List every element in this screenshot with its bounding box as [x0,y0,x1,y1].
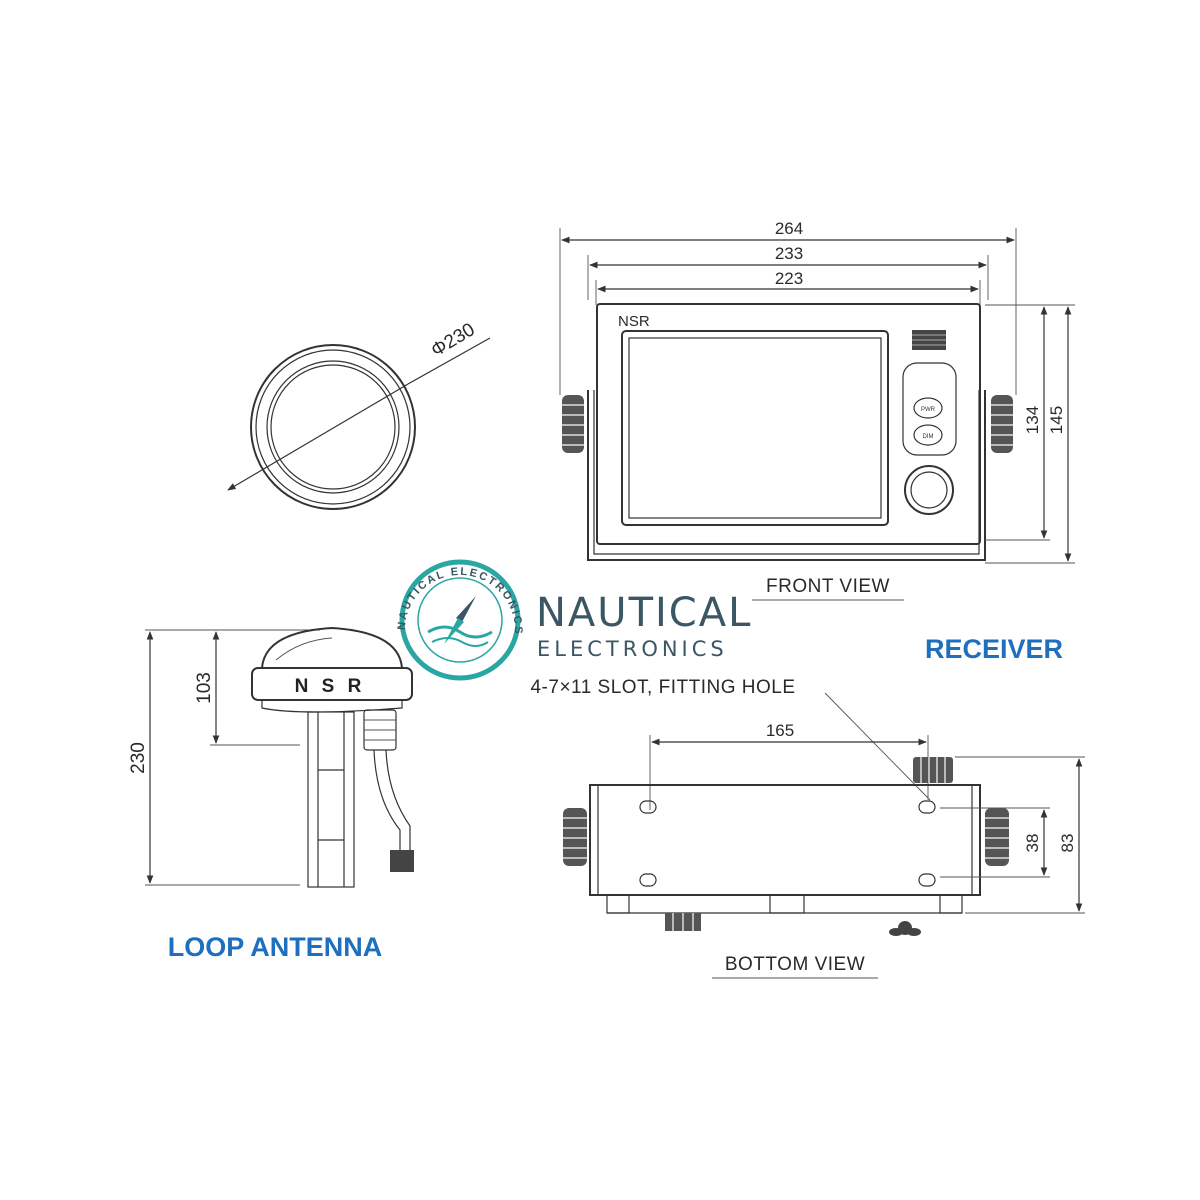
bottom-view: 4-7×11 SLOT, FITTING HOLE 165 [530,677,1085,979]
wing-nut-icon [889,921,921,936]
dim-height-case: 134 [1023,406,1042,434]
front-view-caption: FRONT VIEW [766,576,890,597]
receiver-title: RECEIVER [925,634,1063,664]
front-brand-label: NSR [618,313,650,330]
power-key [913,397,943,419]
speaker-grille [912,330,946,350]
dim-width-case: 223 [775,269,803,288]
logo-subtitle: ELECTRONICS [537,637,728,661]
key-panel [902,362,957,456]
right-mount-knob [991,395,1013,453]
receiver-case [596,303,981,545]
dim-width-overall: 264 [775,219,803,238]
left-mount-knob [562,395,584,453]
control-knob [904,465,954,515]
power-key-label: PWR [921,407,936,413]
dim-dome-height: 103 [194,672,215,704]
bottom-left-knob [563,808,587,866]
dim-depth-total: 83 [1058,834,1077,853]
dim-key-label: DIM [923,434,934,440]
front-view: 264 233 223 NSR PWR DIM [559,219,1075,601]
dim-key [913,424,943,446]
dim-width-bracket: 233 [775,244,803,263]
brand-logo: NAUTICAL ELECTRONICS NAUTICAL ELECTRONIC… [396,559,752,681]
antenna-side-view: 103 230 N S R [128,626,414,888]
top-knob [913,757,953,783]
bottom-right-knob [985,808,1009,866]
bottom-view-caption: BOTTOM VIEW [725,954,865,975]
antenna-brand-label: N S R [295,676,366,697]
dim-hole-spacing: 165 [766,721,794,740]
dim-antenna-diameter: Φ230 [428,319,479,361]
compass-needle-icon [427,596,493,647]
antenna-top-view: Φ230 [227,319,491,510]
dim-depth-holes: 38 [1023,834,1042,853]
rear-connector [665,913,701,931]
cable-connector [390,850,414,872]
dim-total-height: 230 [128,742,149,774]
display-screen [621,330,889,526]
slot-note: 4-7×11 SLOT, FITTING HOLE [530,677,795,698]
loop-antenna-title: LOOP ANTENNA [168,932,383,962]
logo-title: NAUTICAL [536,590,752,636]
dim-height-overall: 145 [1047,406,1066,434]
